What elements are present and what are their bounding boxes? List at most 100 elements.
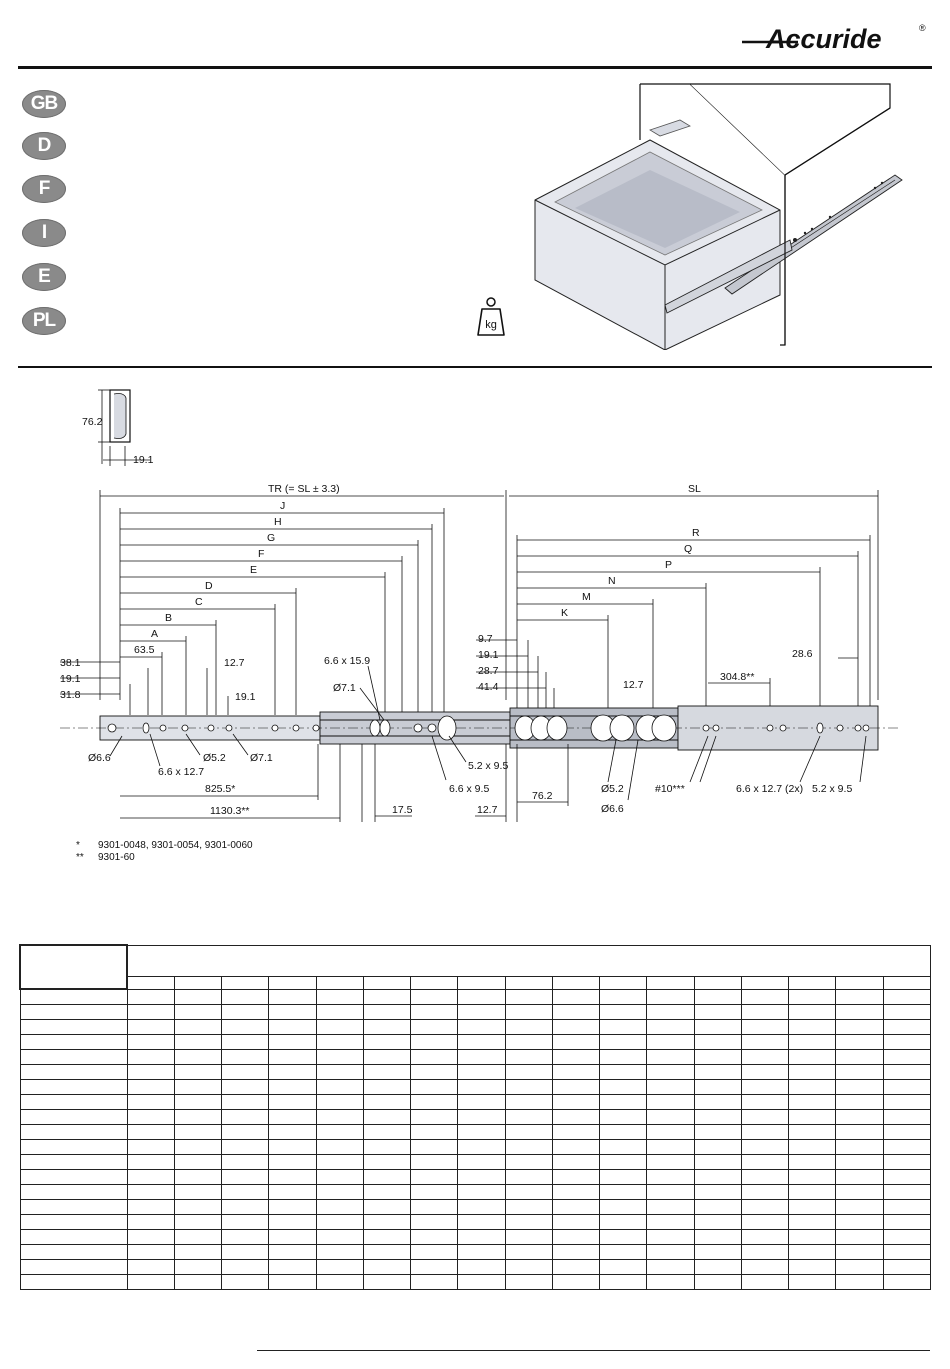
table-cell bbox=[409, 1199, 459, 1215]
table-cell bbox=[551, 1244, 601, 1260]
table-cell bbox=[882, 1169, 931, 1185]
table-cell bbox=[362, 1259, 412, 1275]
table-cell bbox=[835, 1004, 884, 1020]
table-cell bbox=[315, 1154, 364, 1170]
footnote: **9301-60 bbox=[76, 852, 135, 863]
table-cell bbox=[362, 1154, 412, 1170]
table-cell bbox=[362, 1244, 412, 1260]
table-cell bbox=[504, 1274, 553, 1290]
table-cell bbox=[787, 1139, 837, 1155]
table-cell bbox=[646, 1109, 695, 1125]
table-cell bbox=[787, 1109, 837, 1125]
table-cell bbox=[551, 1109, 601, 1125]
table-cell bbox=[19, 1124, 128, 1140]
table-cell bbox=[787, 1214, 837, 1230]
svg-text:C: C bbox=[195, 596, 203, 608]
svg-text:12.7: 12.7 bbox=[477, 804, 498, 816]
table-cell bbox=[19, 1064, 128, 1080]
table-cell bbox=[268, 1094, 317, 1110]
table-cell bbox=[19, 1229, 128, 1245]
table-cell bbox=[551, 1214, 601, 1230]
table-cell bbox=[882, 1094, 931, 1110]
table-cell bbox=[362, 1064, 412, 1080]
table-cell bbox=[598, 1124, 648, 1140]
lang-badge-pl: PL bbox=[22, 307, 66, 335]
table-cell bbox=[315, 1004, 364, 1020]
table-cell bbox=[409, 1169, 459, 1185]
table-cell bbox=[693, 1019, 742, 1035]
table-cell bbox=[220, 1079, 270, 1095]
svg-text:19.1: 19.1 bbox=[133, 454, 154, 466]
table-cell bbox=[315, 1184, 364, 1200]
table-cell bbox=[173, 1214, 223, 1230]
table-cell bbox=[220, 1154, 270, 1170]
table-cell bbox=[173, 1094, 223, 1110]
table-cell bbox=[268, 1019, 317, 1035]
table-cell bbox=[787, 1049, 837, 1065]
table-cell bbox=[504, 1259, 553, 1275]
table-cell bbox=[551, 1064, 601, 1080]
table-cell bbox=[551, 1139, 601, 1155]
svg-text:Ø7.1: Ø7.1 bbox=[250, 752, 273, 764]
table-cell bbox=[409, 1079, 459, 1095]
table-row bbox=[19, 1079, 931, 1095]
table-cell bbox=[882, 1109, 931, 1125]
table-cell bbox=[646, 1034, 695, 1050]
table-cell bbox=[835, 1229, 884, 1245]
table-cell bbox=[173, 988, 223, 1005]
table-cell bbox=[457, 1034, 506, 1050]
svg-text:®: ® bbox=[919, 23, 926, 33]
footer-rule bbox=[257, 1350, 930, 1351]
table-cell bbox=[598, 988, 648, 1005]
table-cell bbox=[787, 1259, 837, 1275]
table-column-head bbox=[882, 975, 931, 990]
table-cell bbox=[551, 1199, 601, 1215]
table-cell bbox=[315, 1079, 364, 1095]
table-column-head bbox=[173, 975, 223, 990]
table-row bbox=[19, 1244, 931, 1260]
table-cell bbox=[315, 988, 364, 1005]
table-cell bbox=[173, 1154, 223, 1170]
table-cell bbox=[551, 988, 601, 1005]
table-cell bbox=[409, 1064, 459, 1080]
table-cell bbox=[268, 1244, 317, 1260]
table-row bbox=[19, 1259, 931, 1275]
table-column-head bbox=[835, 975, 884, 990]
table-cell bbox=[646, 1154, 695, 1170]
table-cell bbox=[740, 988, 790, 1005]
svg-text:19.1: 19.1 bbox=[235, 691, 256, 703]
table-cell bbox=[835, 1049, 884, 1065]
table-cell bbox=[646, 988, 695, 1005]
svg-text:5.2 x 9.5: 5.2 x 9.5 bbox=[812, 783, 852, 795]
table-cell bbox=[787, 988, 837, 1005]
table-cell bbox=[598, 1079, 648, 1095]
table-cell bbox=[693, 1214, 742, 1230]
table-cell bbox=[693, 1184, 742, 1200]
svg-text:M: M bbox=[582, 591, 591, 603]
table-cell bbox=[835, 1199, 884, 1215]
svg-text:F: F bbox=[258, 548, 264, 560]
table-cell bbox=[551, 1154, 601, 1170]
table-cell bbox=[457, 1259, 506, 1275]
table-cell bbox=[835, 1214, 884, 1230]
table-cell bbox=[409, 1229, 459, 1245]
table-cell bbox=[646, 1274, 695, 1290]
table-row bbox=[19, 1004, 931, 1020]
table-cell bbox=[598, 1094, 648, 1110]
svg-text:G: G bbox=[267, 532, 275, 544]
table-cell bbox=[882, 1139, 931, 1155]
table-cell bbox=[646, 1199, 695, 1215]
table-cell bbox=[362, 1109, 412, 1125]
table-cell bbox=[835, 1034, 884, 1050]
table-cell bbox=[740, 1004, 790, 1020]
table-cell bbox=[646, 1139, 695, 1155]
table-cell bbox=[409, 1049, 459, 1065]
table-row bbox=[19, 1124, 931, 1140]
table-cell bbox=[598, 1019, 648, 1035]
table-cell bbox=[740, 1169, 790, 1185]
svg-text:Ø5.2: Ø5.2 bbox=[203, 752, 226, 764]
table-cell bbox=[504, 1229, 553, 1245]
table-cell bbox=[268, 1109, 317, 1125]
table-cell bbox=[409, 1109, 459, 1125]
table-cell bbox=[173, 1109, 223, 1125]
